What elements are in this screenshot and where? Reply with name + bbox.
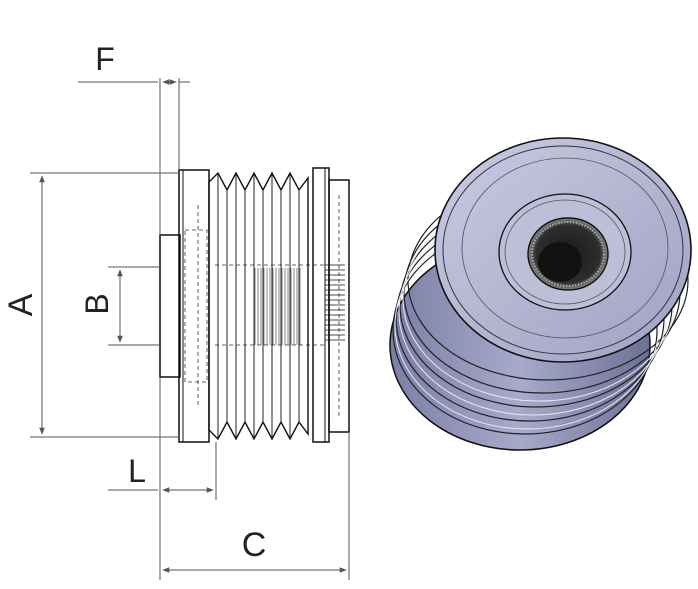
dimension-A: A: [2, 172, 179, 438]
dimension-L: L: [108, 377, 217, 580]
dimension-label-C: C: [242, 526, 267, 564]
dimension-label-L: L: [128, 453, 146, 489]
dimension-C: C: [162, 432, 350, 580]
dimension-B: B: [79, 266, 160, 346]
end-cap: [328, 179, 350, 433]
pulley-grooves: [208, 171, 309, 441]
pulley-3d-render: [389, 137, 692, 451]
dimension-F: F: [78, 41, 190, 235]
spline-teeth: [325, 264, 345, 341]
hub: [159, 234, 181, 378]
side-view: [159, 167, 350, 443]
hidden-lines: [184, 229, 208, 383]
dimension-label-F: F: [95, 41, 115, 77]
dimension-label-A: A: [2, 293, 40, 316]
dimension-label-B: B: [79, 293, 115, 314]
